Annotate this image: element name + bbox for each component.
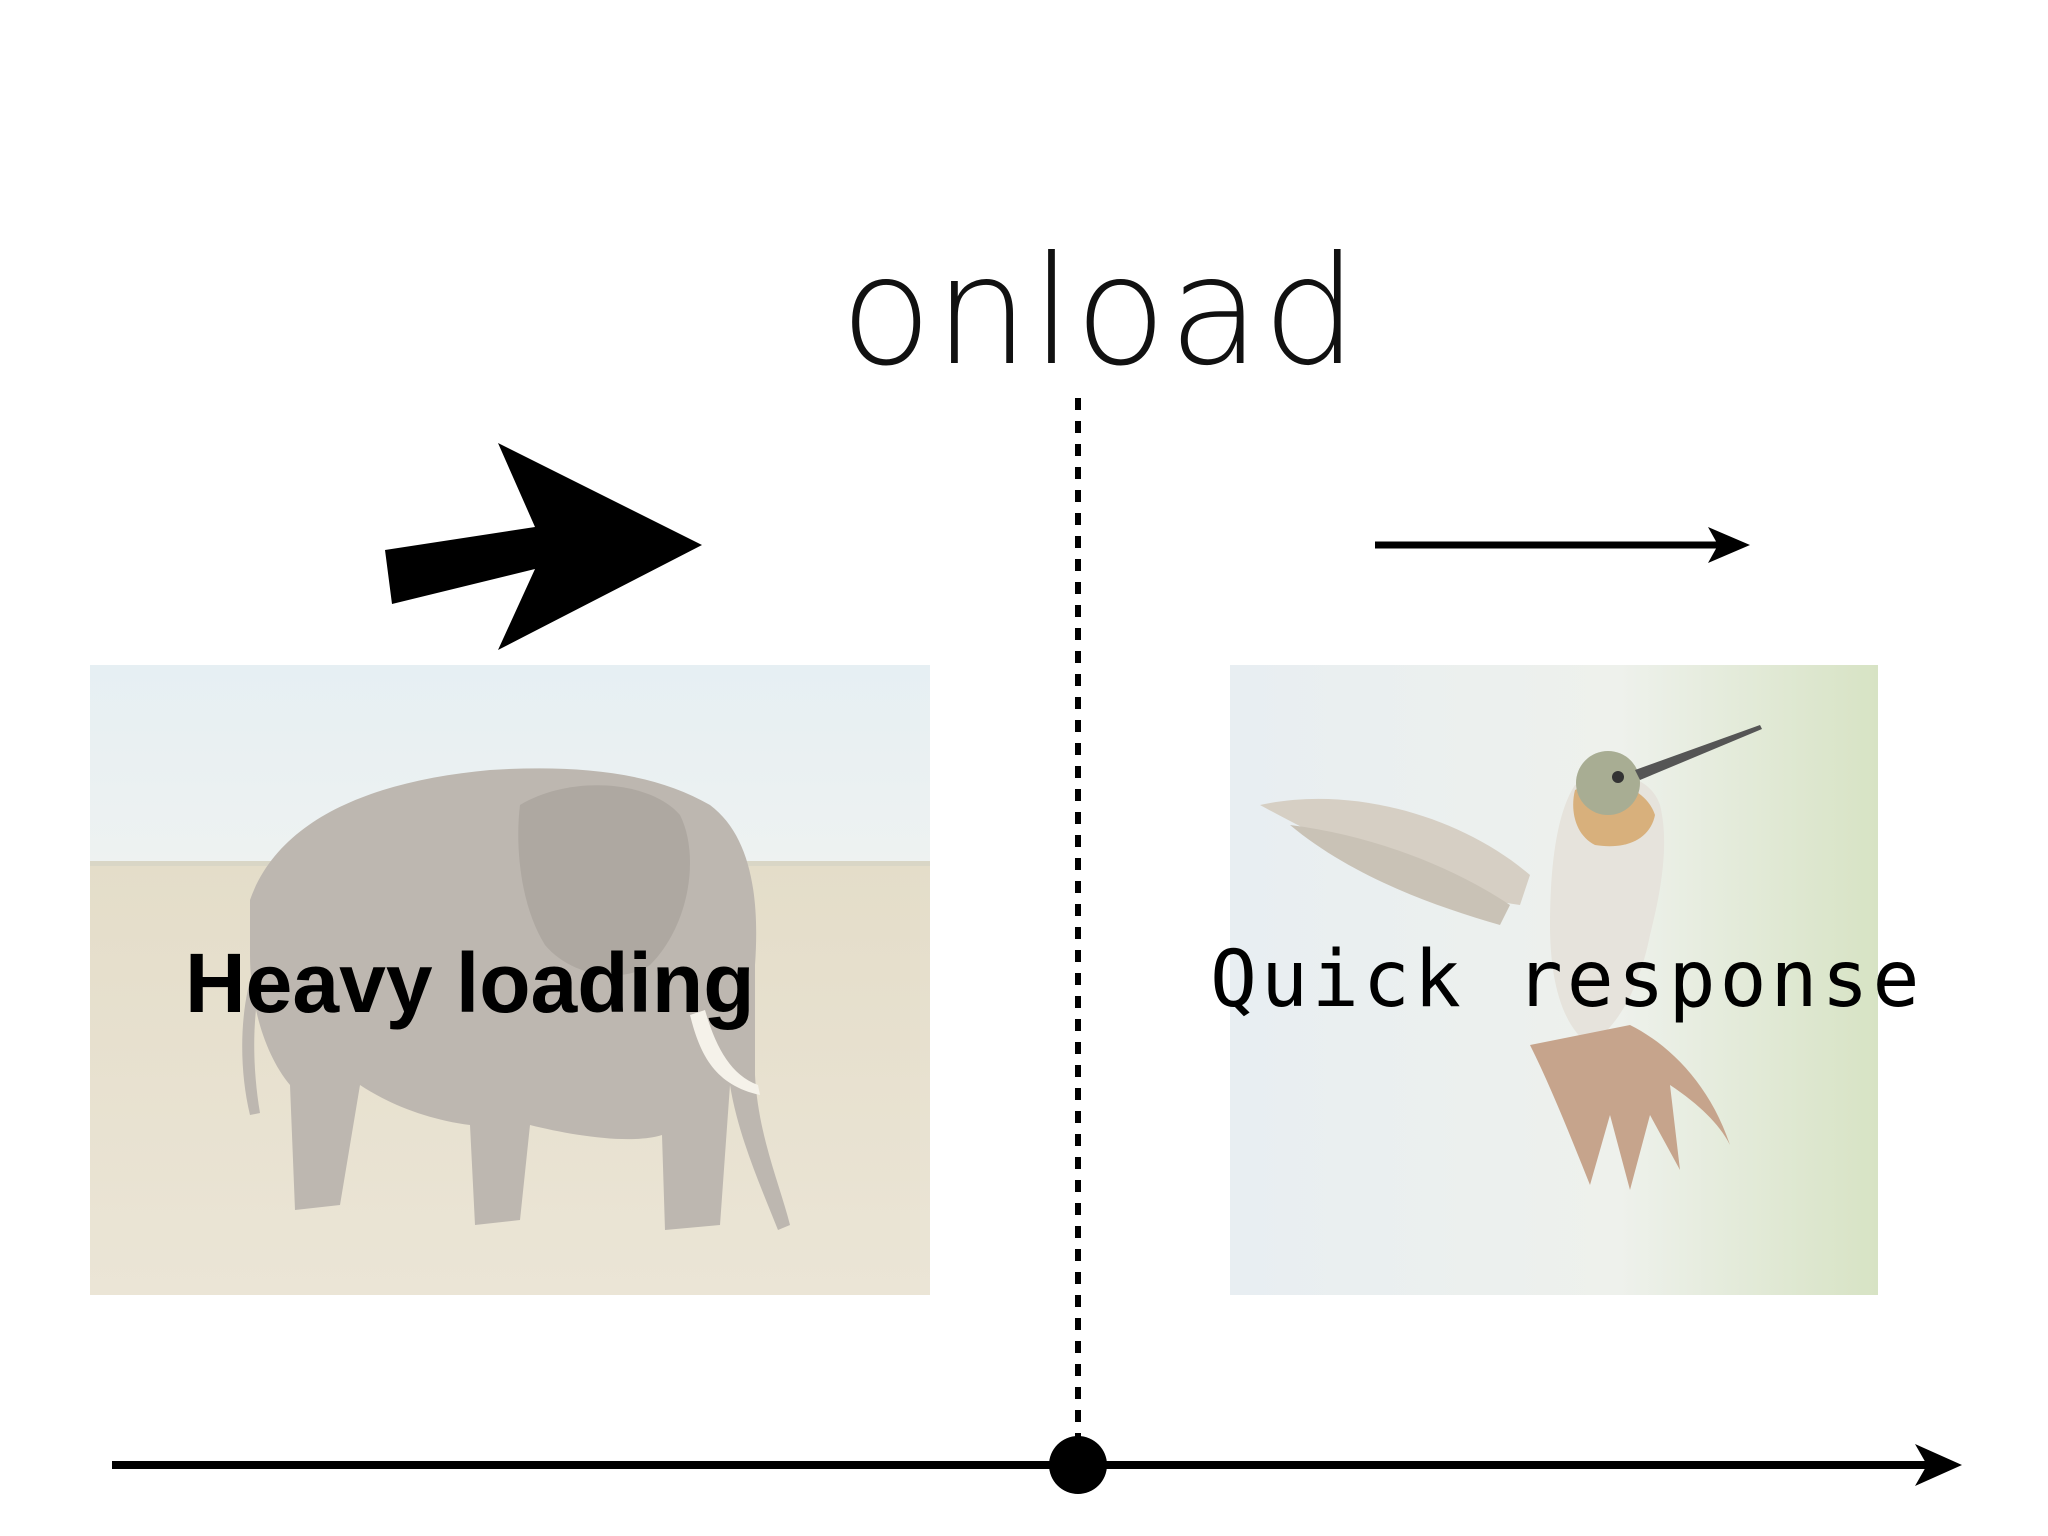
heavy-loading-caption: Heavy loading [185,936,755,1030]
hummingbird-image [1230,665,1878,1295]
slide-title: onload [840,225,1360,399]
elephant-image [90,665,930,1295]
quick-response-caption: Quick response [1210,935,1924,1025]
